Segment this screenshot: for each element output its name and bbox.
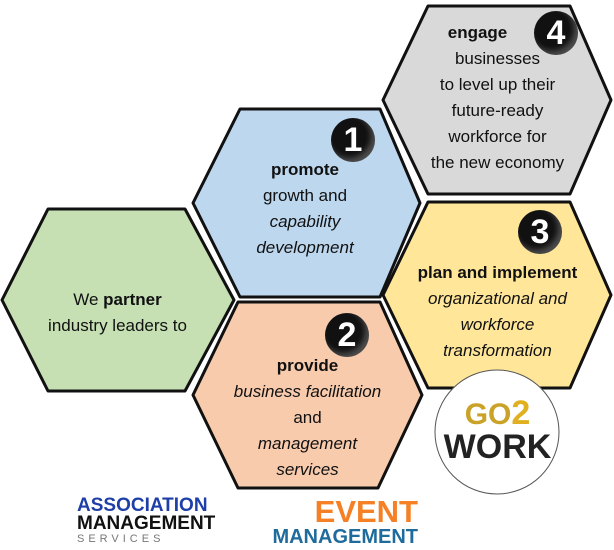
association-management-logo: ASSOCIATION MANAGEMENT SERVICES <box>77 495 216 545</box>
event-management-logo: EVENT MANAGEMENT <box>272 494 418 548</box>
hex-provide <box>191 300 424 490</box>
intro-text: We partner industry leaders to <box>48 290 187 335</box>
go2work-logo: GO2 WORK <box>443 394 552 466</box>
step-promote-text: promote growth and capability developmen… <box>256 160 354 257</box>
number-badge-2: 2 <box>325 313 369 357</box>
step-engage-text: engage businesses to level up their futu… <box>430 23 565 172</box>
go2work-circle <box>434 369 560 495</box>
number-badge-1: 1 <box>331 118 375 162</box>
number-badge-4: 4 <box>534 11 578 55</box>
hex-partner <box>0 207 236 393</box>
step-plan-text: plan and implement organizational and wo… <box>417 263 578 360</box>
step-provide-text: provide business facilitation and manage… <box>233 356 382 479</box>
number-badge-3: 3 <box>518 210 562 254</box>
